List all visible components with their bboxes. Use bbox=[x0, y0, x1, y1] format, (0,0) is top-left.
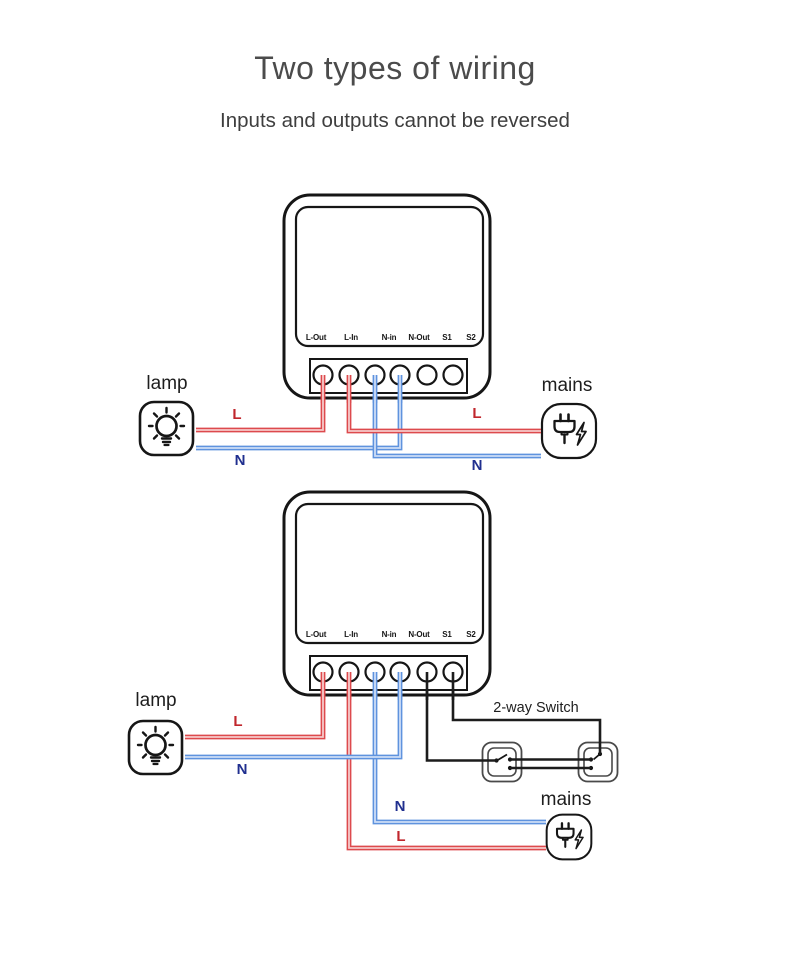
terminal-strip bbox=[309, 655, 468, 691]
terminal-label-l-out: L-Out bbox=[306, 630, 327, 639]
wire-d1-mains-live bbox=[346, 396, 541, 434]
wire-label-d2-lamp-neutral: N bbox=[236, 761, 248, 778]
smart-switch-module-1: L-Out L-In N-in N-Out S1 S2 bbox=[282, 193, 492, 403]
terminal-label-n-in: N-in bbox=[382, 630, 397, 639]
bulb-base bbox=[160, 437, 173, 447]
wire-d1-mains-neutral bbox=[372, 396, 541, 459]
wire-label-d1-mains-neutral: N bbox=[471, 457, 483, 474]
lamp-label-2: lamp bbox=[135, 690, 177, 711]
mains-icon-2 bbox=[545, 813, 593, 861]
bulb-rays bbox=[147, 406, 186, 440]
wire-label-d1-lamp-live: L bbox=[232, 406, 242, 423]
wire-label-d1-lamp-neutral: N bbox=[234, 452, 246, 469]
two-way-switch-label: 2-way Switch bbox=[493, 700, 579, 716]
terminal-label-s1: S1 bbox=[442, 333, 452, 342]
terminal-label-n-out: N-Out bbox=[408, 333, 430, 342]
terminal-label-n-out: N-Out bbox=[408, 630, 430, 639]
mains-icon-1 bbox=[540, 402, 598, 460]
lamp-icon-1 bbox=[138, 400, 195, 457]
terminal-label-s2: S2 bbox=[466, 630, 476, 639]
wire-label-d2-mains-live: L bbox=[396, 828, 406, 845]
terminal-label-l-in: L-In bbox=[344, 630, 358, 639]
wire-d2-lamp-live bbox=[185, 690, 326, 740]
module-face bbox=[294, 205, 485, 348]
terminal-labels: L-Out L-In N-in N-Out S1 S2 bbox=[306, 333, 477, 342]
switch-lever bbox=[496, 753, 508, 762]
bulb-rays bbox=[136, 725, 175, 759]
bulb-glass bbox=[155, 414, 178, 438]
terminal-label-l-out: L-Out bbox=[306, 333, 327, 342]
wire-d1-lamp-live bbox=[196, 396, 326, 433]
plug-glyph bbox=[553, 413, 576, 445]
wire-d1-lamp-neutral bbox=[196, 396, 403, 451]
wire-d2-s2 bbox=[451, 690, 602, 754]
wire-label-d2-mains-neutral: N bbox=[394, 798, 406, 815]
lamp-label-1: lamp bbox=[146, 373, 188, 394]
lightning-bolt-icon bbox=[574, 829, 584, 850]
page-subtitle: Inputs and outputs cannot be reversed bbox=[220, 109, 570, 132]
lightning-bolt-icon bbox=[575, 421, 587, 446]
terminal-label-l-in: L-In bbox=[344, 333, 358, 342]
wire-d2-s1 bbox=[425, 690, 497, 762]
wire-label-d2-lamp-live: L bbox=[233, 713, 243, 730]
wire-d2-lamp-neutral bbox=[185, 690, 403, 760]
terminal-label-s2: S2 bbox=[466, 333, 476, 342]
terminal-labels: L-Out L-In N-in N-Out S1 S2 bbox=[306, 630, 477, 639]
bulb-glass bbox=[144, 733, 167, 757]
wall-switch-left bbox=[481, 741, 523, 783]
wire-label-d1-mains-live: L bbox=[472, 405, 482, 422]
smart-switch-module-2: L-Out L-In N-in N-Out S1 S2 bbox=[282, 490, 492, 700]
page-title: Two types of wiring bbox=[254, 50, 536, 86]
mains-label-1: mains bbox=[541, 375, 593, 396]
terminal-label-s1: S1 bbox=[442, 630, 452, 639]
module-face bbox=[294, 502, 485, 645]
terminal-label-n-in: N-in bbox=[382, 333, 397, 342]
terminal-strip bbox=[309, 358, 468, 394]
wire-d2-mains-live bbox=[346, 690, 546, 851]
wire-d2-mains-neutral bbox=[372, 690, 546, 825]
lamp-icon-2 bbox=[127, 719, 184, 776]
mains-label-2: mains bbox=[540, 789, 592, 810]
bulb-base bbox=[149, 756, 162, 766]
plug-glyph bbox=[555, 822, 575, 848]
